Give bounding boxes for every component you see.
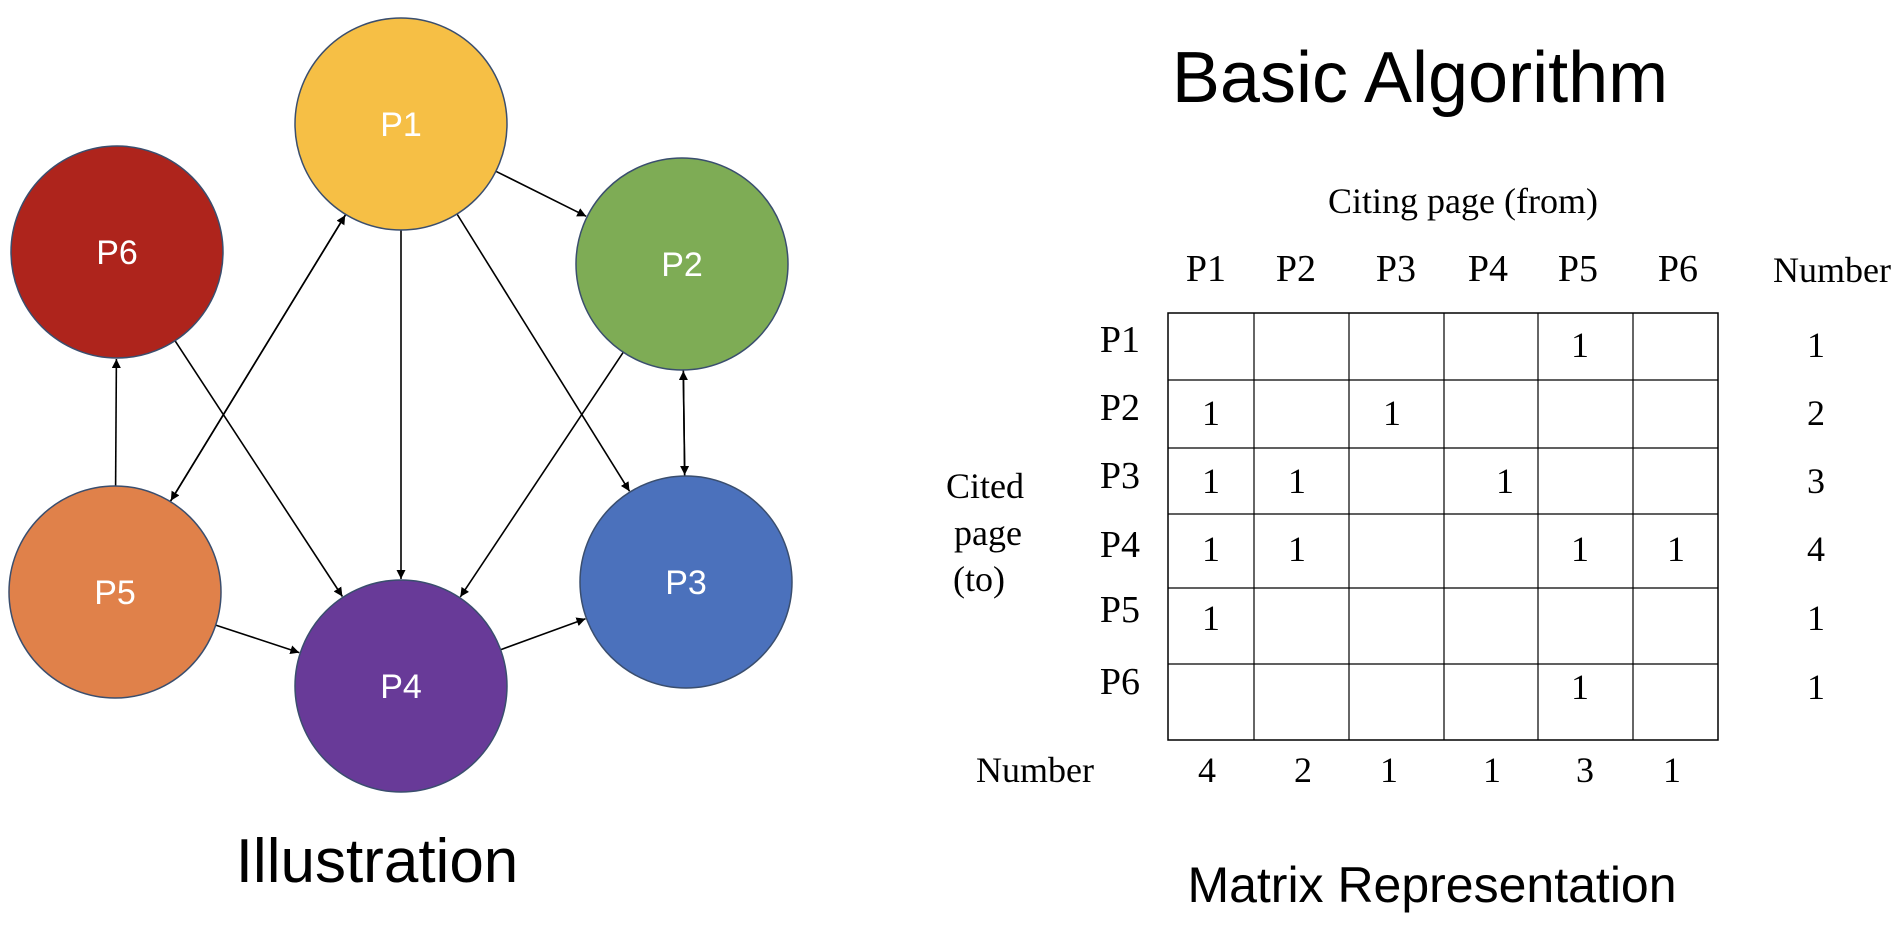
col-header-p2: P2 bbox=[1276, 248, 1316, 290]
row-header-p4: P4 bbox=[1100, 524, 1140, 566]
node-circle bbox=[294, 579, 508, 793]
grid-border bbox=[1167, 312, 1719, 741]
matrix-cell: 1 bbox=[1667, 529, 1685, 569]
col-header-p1: P1 bbox=[1186, 248, 1226, 290]
node-p6: P6 bbox=[10, 145, 224, 359]
col-number: 1 bbox=[1380, 750, 1398, 790]
node-label: P4 bbox=[380, 668, 422, 706]
row-number: 1 bbox=[1807, 667, 1825, 707]
edge-p1-to-p2 bbox=[495, 170, 587, 218]
node-p2: P2 bbox=[575, 157, 789, 371]
row-header-p3: P3 bbox=[1100, 455, 1140, 497]
graph-edges bbox=[111, 170, 690, 655]
row-header-p6: P6 bbox=[1100, 661, 1140, 703]
node-label: P3 bbox=[665, 564, 707, 602]
row-number: 1 bbox=[1807, 325, 1825, 365]
col-number-row: 4 2 1 1 3 1 bbox=[1198, 750, 1681, 790]
matrix-cell: 1 bbox=[1288, 461, 1306, 501]
matrix-cell: 1 bbox=[1496, 461, 1514, 501]
row-number-column: 1 2 3 4 1 1 bbox=[1807, 325, 1825, 707]
edge-p5-to-p4 bbox=[215, 624, 300, 655]
col-number: 3 bbox=[1576, 750, 1594, 790]
node-label: P2 bbox=[661, 246, 703, 284]
col-header-p6: P6 bbox=[1658, 248, 1698, 290]
node-p3: P3 bbox=[579, 475, 793, 689]
row-number: 4 bbox=[1807, 529, 1825, 569]
col-header-p4: P4 bbox=[1468, 248, 1508, 290]
node-label: P6 bbox=[96, 234, 138, 272]
illustration-caption: Illustration bbox=[236, 827, 519, 896]
cited-page-label: Cited page (to) bbox=[946, 466, 1024, 599]
node-circle bbox=[575, 157, 789, 371]
node-circle bbox=[294, 17, 508, 231]
edge-p5-to-p1 bbox=[169, 214, 346, 503]
matrix-cell: 1 bbox=[1571, 325, 1589, 365]
cited-label-line-1: Cited bbox=[946, 466, 1024, 506]
col-header-p3: P3 bbox=[1376, 248, 1416, 290]
matrix-caption: Matrix Representation bbox=[1187, 857, 1676, 913]
node-circle bbox=[10, 145, 224, 359]
matrix-cell: 1 bbox=[1202, 598, 1220, 638]
citing-page-label: Citing page (from) bbox=[1328, 181, 1598, 221]
edge-p5-to-p6 bbox=[111, 358, 121, 487]
col-number: 2 bbox=[1294, 750, 1312, 790]
column-headers: P1 P2 P3 P4 P5 P6 bbox=[1186, 248, 1698, 290]
row-number: 1 bbox=[1807, 598, 1825, 638]
col-number: 4 bbox=[1198, 750, 1216, 790]
row-header-p2: P2 bbox=[1100, 387, 1140, 429]
edge-p6-to-p4 bbox=[174, 340, 344, 597]
col-header-p5: P5 bbox=[1558, 248, 1598, 290]
row-header-p1: P1 bbox=[1100, 319, 1140, 361]
node-label: P5 bbox=[94, 574, 136, 612]
row-number: 3 bbox=[1807, 461, 1825, 501]
matrix-grid bbox=[1167, 312, 1719, 741]
cited-label-line-2: page bbox=[954, 513, 1022, 553]
col-number: 1 bbox=[1663, 750, 1681, 790]
matrix-cell: 1 bbox=[1383, 393, 1401, 433]
node-p4: P4 bbox=[294, 579, 508, 793]
row-number: 2 bbox=[1807, 393, 1825, 433]
node-circle bbox=[8, 485, 222, 699]
matrix-cells: 1 1 1 1 1 1 1 1 1 1 1 1 bbox=[1202, 325, 1685, 707]
node-p5: P5 bbox=[8, 485, 222, 699]
matrix-cell: 1 bbox=[1202, 529, 1220, 569]
matrix-cell: 1 bbox=[1571, 529, 1589, 569]
edge-p4-to-p3 bbox=[500, 617, 586, 651]
edge-p3-to-p2 bbox=[678, 370, 688, 477]
slide-title: Basic Algorithm bbox=[1172, 38, 1668, 118]
col-number: 1 bbox=[1483, 750, 1501, 790]
matrix-cell: 1 bbox=[1288, 529, 1306, 569]
adjacency-matrix: Citing page (from) Cited page (to) Numbe… bbox=[946, 181, 1891, 790]
matrix-cell: 1 bbox=[1202, 461, 1220, 501]
row-number-header: Number bbox=[1773, 250, 1891, 290]
row-header-p5: P5 bbox=[1100, 589, 1140, 631]
col-number-header: Number bbox=[976, 750, 1094, 790]
node-p1: P1 bbox=[294, 17, 508, 231]
matrix-cell: 1 bbox=[1202, 393, 1220, 433]
matrix-cell: 1 bbox=[1571, 667, 1589, 707]
edge-p2-to-p4 bbox=[459, 351, 624, 598]
node-label: P1 bbox=[380, 106, 422, 144]
node-circle bbox=[579, 475, 793, 689]
edge-p1-to-p3 bbox=[456, 213, 631, 492]
cited-label-line-3: (to) bbox=[953, 559, 1005, 599]
